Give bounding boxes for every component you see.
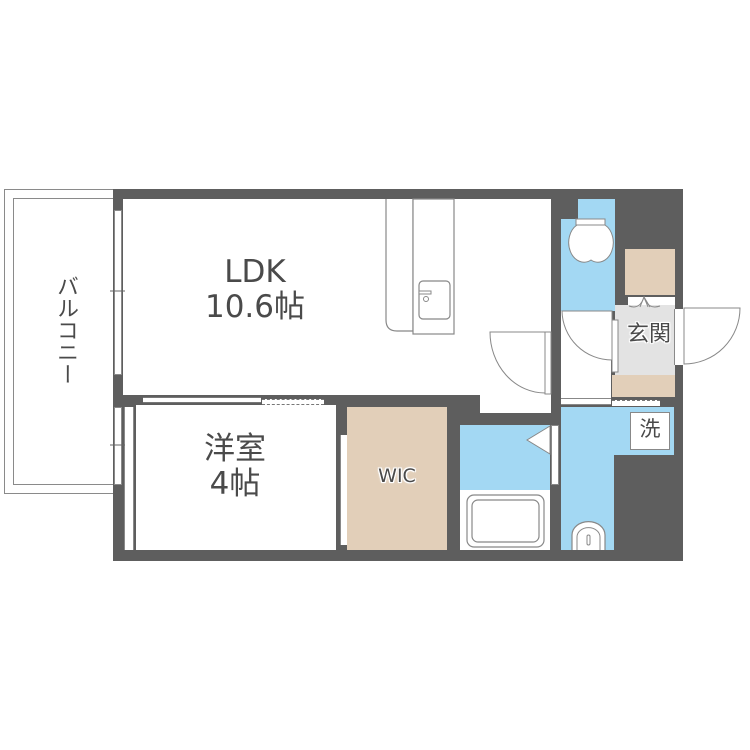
entrance-step	[628, 297, 675, 305]
western-room-size: 4帖	[209, 465, 261, 502]
ldk-name: LDK	[224, 254, 286, 290]
balcony-inner-rail	[13, 198, 121, 485]
shoe-storage	[625, 249, 675, 295]
entrance-storage-bottom	[612, 375, 675, 397]
ldk-hall-strip	[480, 395, 551, 413]
ldk-door-swing	[489, 331, 546, 394]
wic-door[interactable]	[340, 435, 347, 545]
washing-machine-spot	[630, 412, 670, 450]
washroom-door-pocket	[612, 400, 660, 406]
western-room-name: 洋室	[204, 431, 266, 467]
toilet-door	[611, 319, 619, 373]
entrance-door-swing	[683, 307, 741, 365]
toilet-icon	[568, 218, 614, 263]
washroom-door[interactable]	[561, 398, 611, 405]
toilet-tank	[575, 218, 606, 226]
entrance-floor	[615, 305, 675, 375]
window-western[interactable]	[114, 407, 122, 485]
entrance-label: 玄関	[626, 322, 671, 347]
bathroom-door-indicator	[526, 425, 551, 455]
washing-machine-label: 洗	[639, 417, 661, 441]
ldk-label: LDK 10.6帖	[180, 255, 330, 324]
balcony	[4, 189, 122, 494]
window-western-inner	[124, 407, 134, 550]
toilet-door-swing	[561, 310, 613, 361]
room-ldk	[123, 199, 551, 395]
entrance-door-gap	[674, 309, 684, 365]
room-toilet	[578, 199, 615, 219]
ldk-size: 10.6帖	[204, 288, 306, 325]
sliding-door-pocket	[262, 399, 324, 405]
western-room-label: 洋室 4帖	[165, 432, 305, 501]
bathroom-door[interactable]	[551, 425, 559, 485]
sliding-door-western[interactable]	[143, 397, 261, 403]
wic-label: WIC	[378, 465, 416, 487]
window-ldk[interactable]	[114, 210, 122, 375]
ldk-door	[544, 331, 552, 395]
faucet-icon	[418, 290, 432, 295]
kitchen-counter-outline	[385, 199, 414, 332]
room-western	[136, 405, 336, 550]
balcony-label: バルコニー	[53, 275, 78, 385]
drain-icon	[423, 296, 429, 302]
room-wic	[347, 407, 447, 550]
